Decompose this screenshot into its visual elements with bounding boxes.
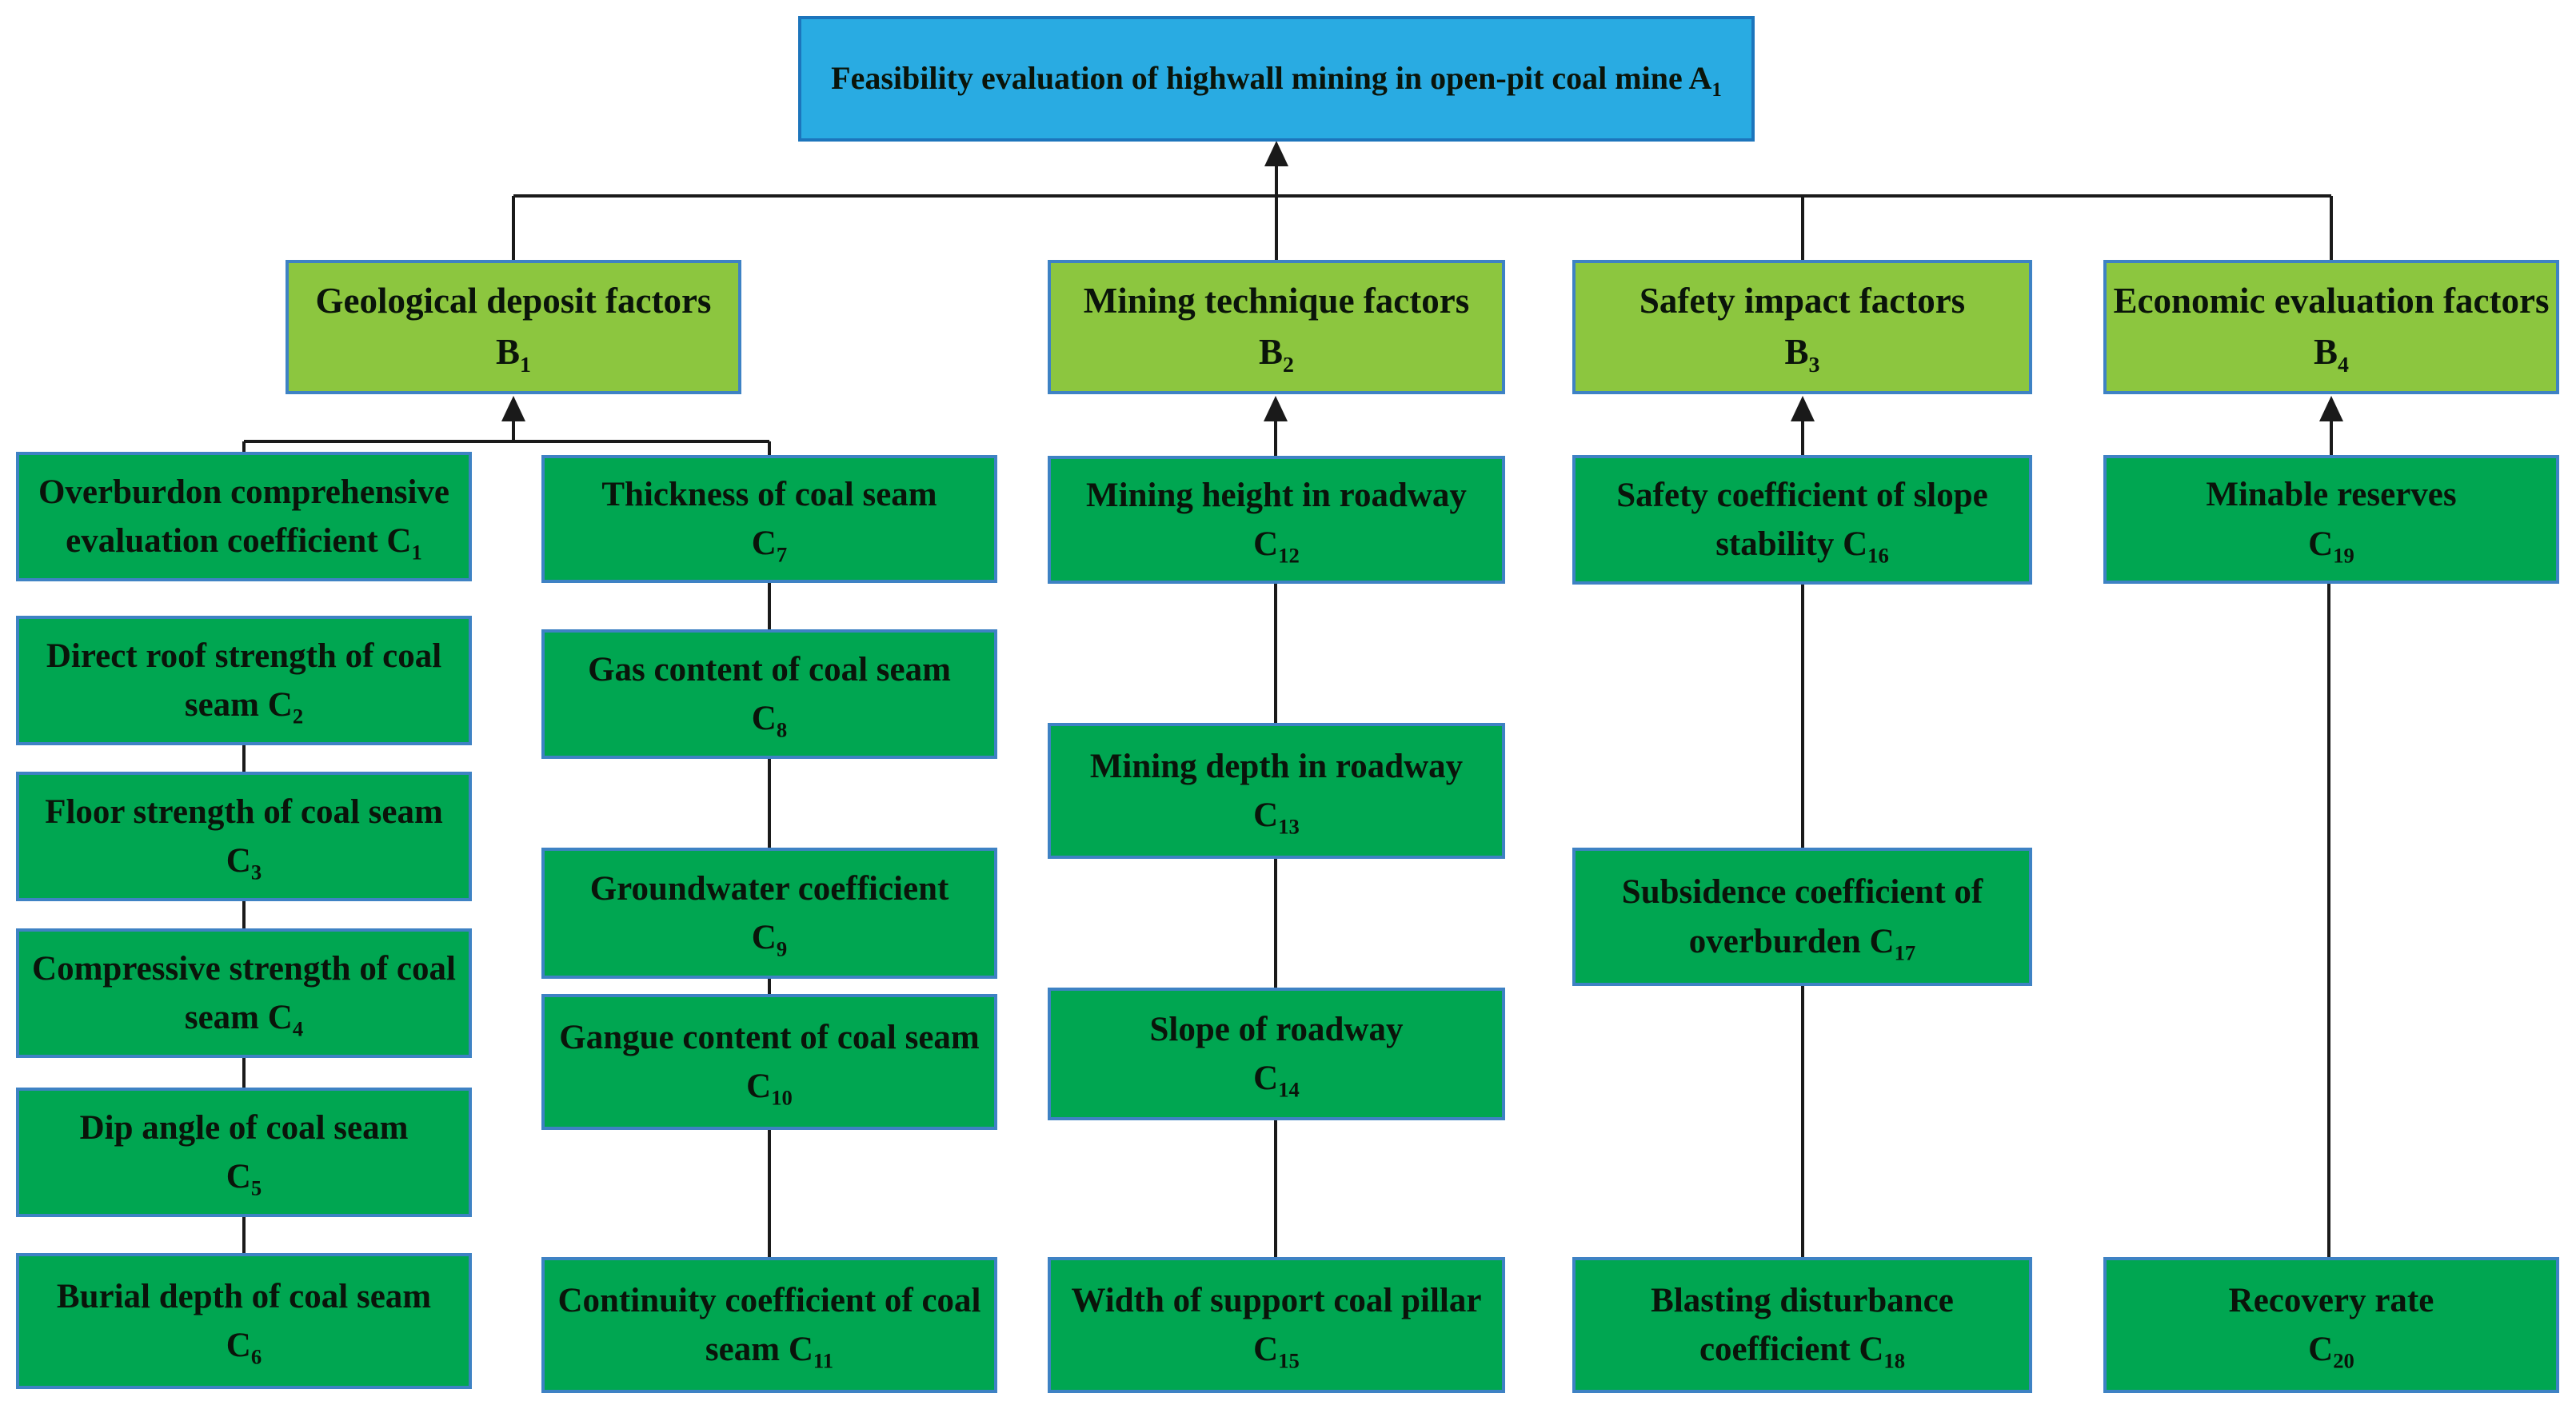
arrowhead-to-b1 bbox=[501, 396, 525, 421]
arrowhead-to-b2 bbox=[1264, 396, 1288, 421]
arrowhead-to-b3 bbox=[1791, 396, 1815, 421]
tier1-connector bbox=[512, 141, 2333, 260]
arrowhead-to-goal bbox=[1264, 141, 1288, 166]
goal-box-a1: Feasibility evaluation of highwall minin… bbox=[798, 16, 1755, 142]
arrowhead-to-b4 bbox=[2319, 396, 2343, 421]
